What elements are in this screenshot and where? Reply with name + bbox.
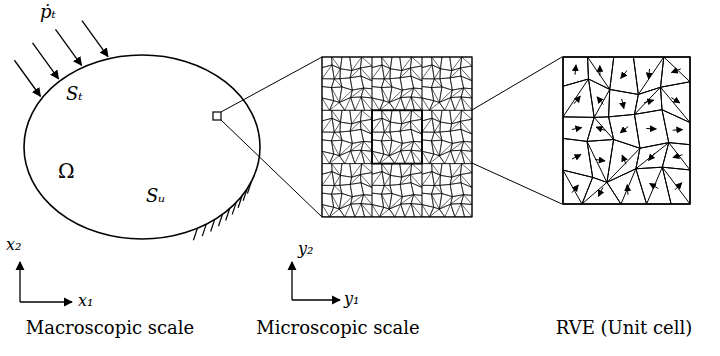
traction-arrows <box>14 21 108 97</box>
traction-arrow <box>33 43 59 79</box>
traction-arrow <box>14 60 40 96</box>
grain-boundaries <box>422 57 472 110</box>
unit-cell <box>563 57 690 204</box>
hatch-stroke <box>247 181 251 193</box>
axis <box>292 299 340 300</box>
hatch-stroke <box>193 228 197 240</box>
boundary-label: Sₜ <box>66 84 83 104</box>
orientation-arrow <box>622 99 624 109</box>
grain-boundaries <box>422 164 472 217</box>
grain-boundaries <box>372 57 422 110</box>
scale-caption: Microscopic scale <box>256 318 419 338</box>
load-label: ṗₜ <box>40 2 56 22</box>
grain-boundaries <box>322 164 372 217</box>
zoom-line <box>221 57 322 112</box>
orientation-arrow <box>673 155 683 158</box>
microstructure <box>322 57 472 217</box>
hatch-stroke <box>243 189 247 201</box>
hatch-stroke <box>232 202 236 214</box>
rve-frame <box>563 57 690 204</box>
grain-boundaries <box>372 110 422 163</box>
material-point <box>213 112 221 120</box>
grain-boundaries <box>372 164 422 217</box>
axis <box>19 262 20 302</box>
support-hatching <box>193 181 251 240</box>
zoom-line <box>472 57 562 110</box>
scale-caption: Macroscopic scale <box>26 318 194 338</box>
axis-label: y₁ <box>344 290 359 308</box>
zoom-line <box>221 120 322 217</box>
boundary-label: Sᵤ <box>146 186 166 206</box>
hatch-stroke <box>202 224 206 236</box>
body-outline <box>24 55 260 239</box>
scale-caption: RVE (Unit cell) <box>556 318 693 338</box>
hatch-stroke <box>218 214 222 226</box>
orientation-arrow <box>620 127 628 133</box>
domain-label: Ω <box>58 160 75 182</box>
grain-boundaries <box>563 57 690 204</box>
orientation-arrow <box>621 71 627 79</box>
zoom-line <box>472 163 562 204</box>
orientation-arrow <box>575 65 576 75</box>
grain-boundaries <box>322 110 372 163</box>
traction-arrow <box>56 29 82 65</box>
orientation-arrow <box>646 128 656 129</box>
grain-boundaries <box>322 57 372 110</box>
grain-boundaries <box>422 110 472 163</box>
axis <box>20 301 72 302</box>
orientation-arrow <box>572 128 582 130</box>
axis <box>291 262 292 300</box>
traction-arrow <box>82 21 108 57</box>
hatch-stroke <box>238 196 242 208</box>
micro-frame <box>322 57 472 217</box>
hatch-stroke <box>211 219 215 231</box>
hatch-stroke <box>226 209 230 221</box>
orientation-arrow <box>572 155 581 159</box>
axis-label: y₂ <box>298 240 313 258</box>
orientation-arrow <box>673 129 683 131</box>
rve-outline <box>372 110 422 163</box>
axis-label: x₁ <box>78 292 93 310</box>
axis-label: x₂ <box>6 236 21 254</box>
